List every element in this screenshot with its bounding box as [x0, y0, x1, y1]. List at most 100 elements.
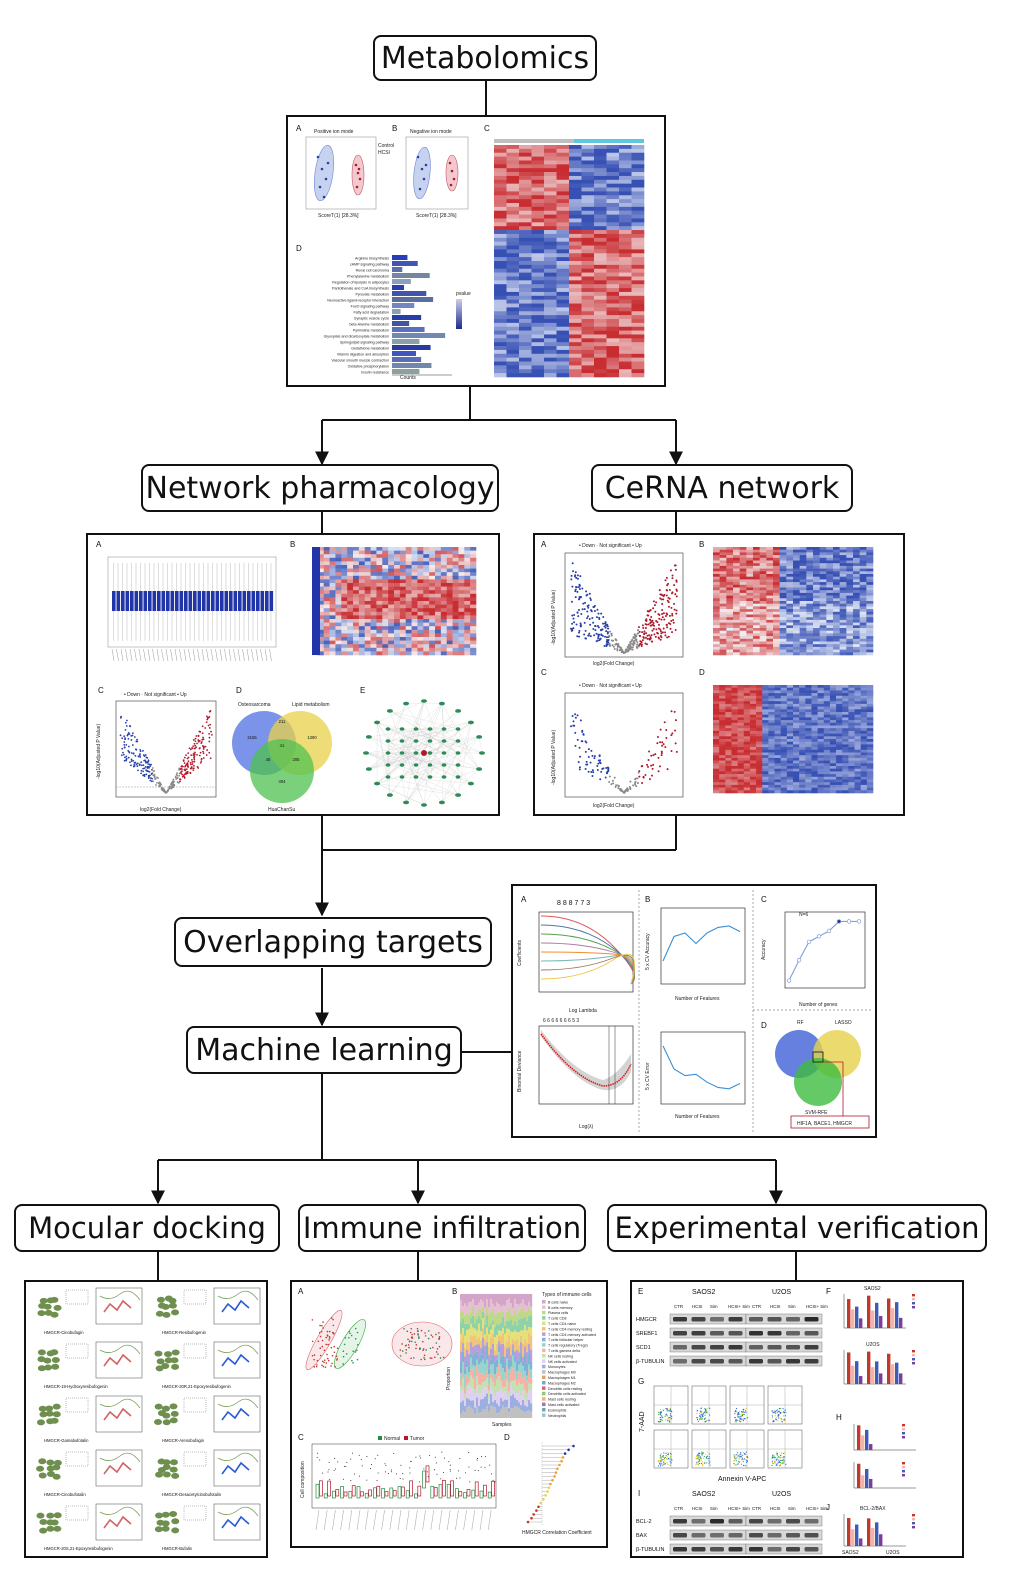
- heatmap-cell: [854, 774, 861, 778]
- heatmap-cell: [743, 698, 751, 702]
- heatmap-cell: [429, 561, 436, 566]
- heatmap-cell: [725, 763, 732, 767]
- network-edge: [389, 740, 431, 796]
- heatmap-cell: [376, 550, 383, 555]
- heatmap-cell: [839, 568, 847, 572]
- heatmap-cell: [866, 701, 874, 705]
- volcano-point: [636, 641, 639, 644]
- volcano-point: [665, 589, 668, 592]
- volcano-point: [652, 607, 655, 610]
- heatmap-cell: [317, 565, 325, 569]
- volcano-point: [582, 602, 585, 605]
- volcano-point: [612, 645, 615, 648]
- heatmap-cell: [435, 651, 442, 656]
- heatmap-cell: [743, 722, 751, 726]
- heatmap-cell: [749, 747, 757, 751]
- volcano-point: [579, 575, 582, 578]
- volcano-point: [205, 721, 208, 724]
- heatmap-cell: [826, 617, 834, 621]
- heatmap-cell: [780, 752, 788, 756]
- heatmap-cell: [826, 568, 834, 572]
- heatmap-cell: [725, 784, 732, 788]
- heatmap-cell: [446, 568, 453, 573]
- heatmap-cell: [733, 568, 740, 572]
- volcano-point: [660, 618, 663, 621]
- heatmap-cell: [826, 609, 834, 613]
- box: [112, 591, 116, 611]
- heatmap-cell: [619, 172, 632, 177]
- heatmap-cell: [836, 752, 843, 756]
- heatmap-cell: [826, 579, 834, 583]
- heatmap-cell: [358, 597, 366, 602]
- heatmap-cell: [556, 253, 570, 258]
- heatmap-cell: [347, 619, 354, 623]
- volcano-point: [189, 771, 192, 774]
- heatmap-cell: [317, 615, 325, 620]
- heatmap-cell: [411, 604, 418, 609]
- heatmap-cell: [719, 747, 726, 751]
- heatmap-cell: [531, 148, 545, 154]
- heatmap-cell: [341, 651, 348, 656]
- heatmap-cell: [719, 784, 726, 788]
- heatmap-cell: [854, 747, 861, 751]
- heatmap-cell: [458, 622, 465, 627]
- heatmap-cell: [860, 741, 868, 745]
- volcano-point: [673, 608, 676, 611]
- heatmap-cell: [446, 565, 453, 569]
- heatmap-cell: [866, 736, 874, 740]
- heatmap-cell: [766, 563, 774, 567]
- heatmap-cell: [793, 638, 800, 642]
- ml-num-features-1: Number of Features: [675, 996, 720, 1002]
- heatmap-cell: [799, 712, 806, 715]
- heatmap-cell: [394, 561, 401, 566]
- heatmap-cell: [866, 747, 874, 751]
- volcano-point: [133, 761, 136, 764]
- heatmap-cell: [358, 647, 366, 652]
- volcano-point: [643, 630, 646, 633]
- heatmap-cell: [733, 547, 740, 550]
- heatmap-cell: [733, 644, 740, 648]
- heatmap-cell: [376, 575, 383, 580]
- heatmap-cell: [866, 565, 874, 569]
- heatmap-cell: [817, 771, 825, 775]
- heatmap-cell: [388, 611, 395, 616]
- heatmap-cell: [719, 579, 727, 583]
- heatmap-cell: [756, 782, 763, 786]
- heatmap-cell: [768, 685, 775, 688]
- volcano-point: [597, 612, 600, 615]
- heatmap-cell: [833, 630, 840, 634]
- heatmap-cell: [786, 717, 794, 721]
- heatmap-cell: [569, 203, 582, 208]
- heatmap-cell: [506, 261, 520, 266]
- heatmap-cell: [506, 303, 520, 308]
- heatmap-cell: [739, 649, 747, 653]
- heatmap-cell: [631, 152, 645, 157]
- heatmap-cell: [519, 175, 532, 181]
- heatmap-cell: [774, 749, 781, 753]
- heatmap-cell: [817, 717, 825, 721]
- heatmap-cell: [786, 771, 794, 775]
- volcano-point: [608, 781, 611, 784]
- heatmap-cell: [833, 574, 840, 577]
- heatmap-cell: [594, 365, 607, 370]
- heatmap-cell: [813, 622, 820, 626]
- heatmap-cell: [619, 330, 632, 335]
- heatmap-cell: [358, 593, 366, 598]
- heatmap-cell: [780, 768, 788, 772]
- heatmap-cell: [358, 619, 366, 623]
- heatmap-cell: [848, 714, 855, 718]
- heatmap-cell: [719, 603, 727, 607]
- heatmap-cell: [713, 757, 720, 761]
- heatmap-cell: [829, 728, 837, 732]
- heatmap-cell: [733, 611, 740, 615]
- heatmap-cell: [631, 319, 645, 324]
- heatmap-cell: [713, 574, 720, 577]
- volcano-point: [649, 621, 652, 624]
- volcano-point: [616, 647, 619, 650]
- heatmap-cell: [726, 649, 734, 653]
- heatmap-cell: [743, 685, 751, 688]
- heatmap-cell: [866, 720, 874, 724]
- volcano-point: [145, 769, 147, 772]
- heatmap-cell: [713, 706, 720, 710]
- volcano-point: [666, 636, 669, 639]
